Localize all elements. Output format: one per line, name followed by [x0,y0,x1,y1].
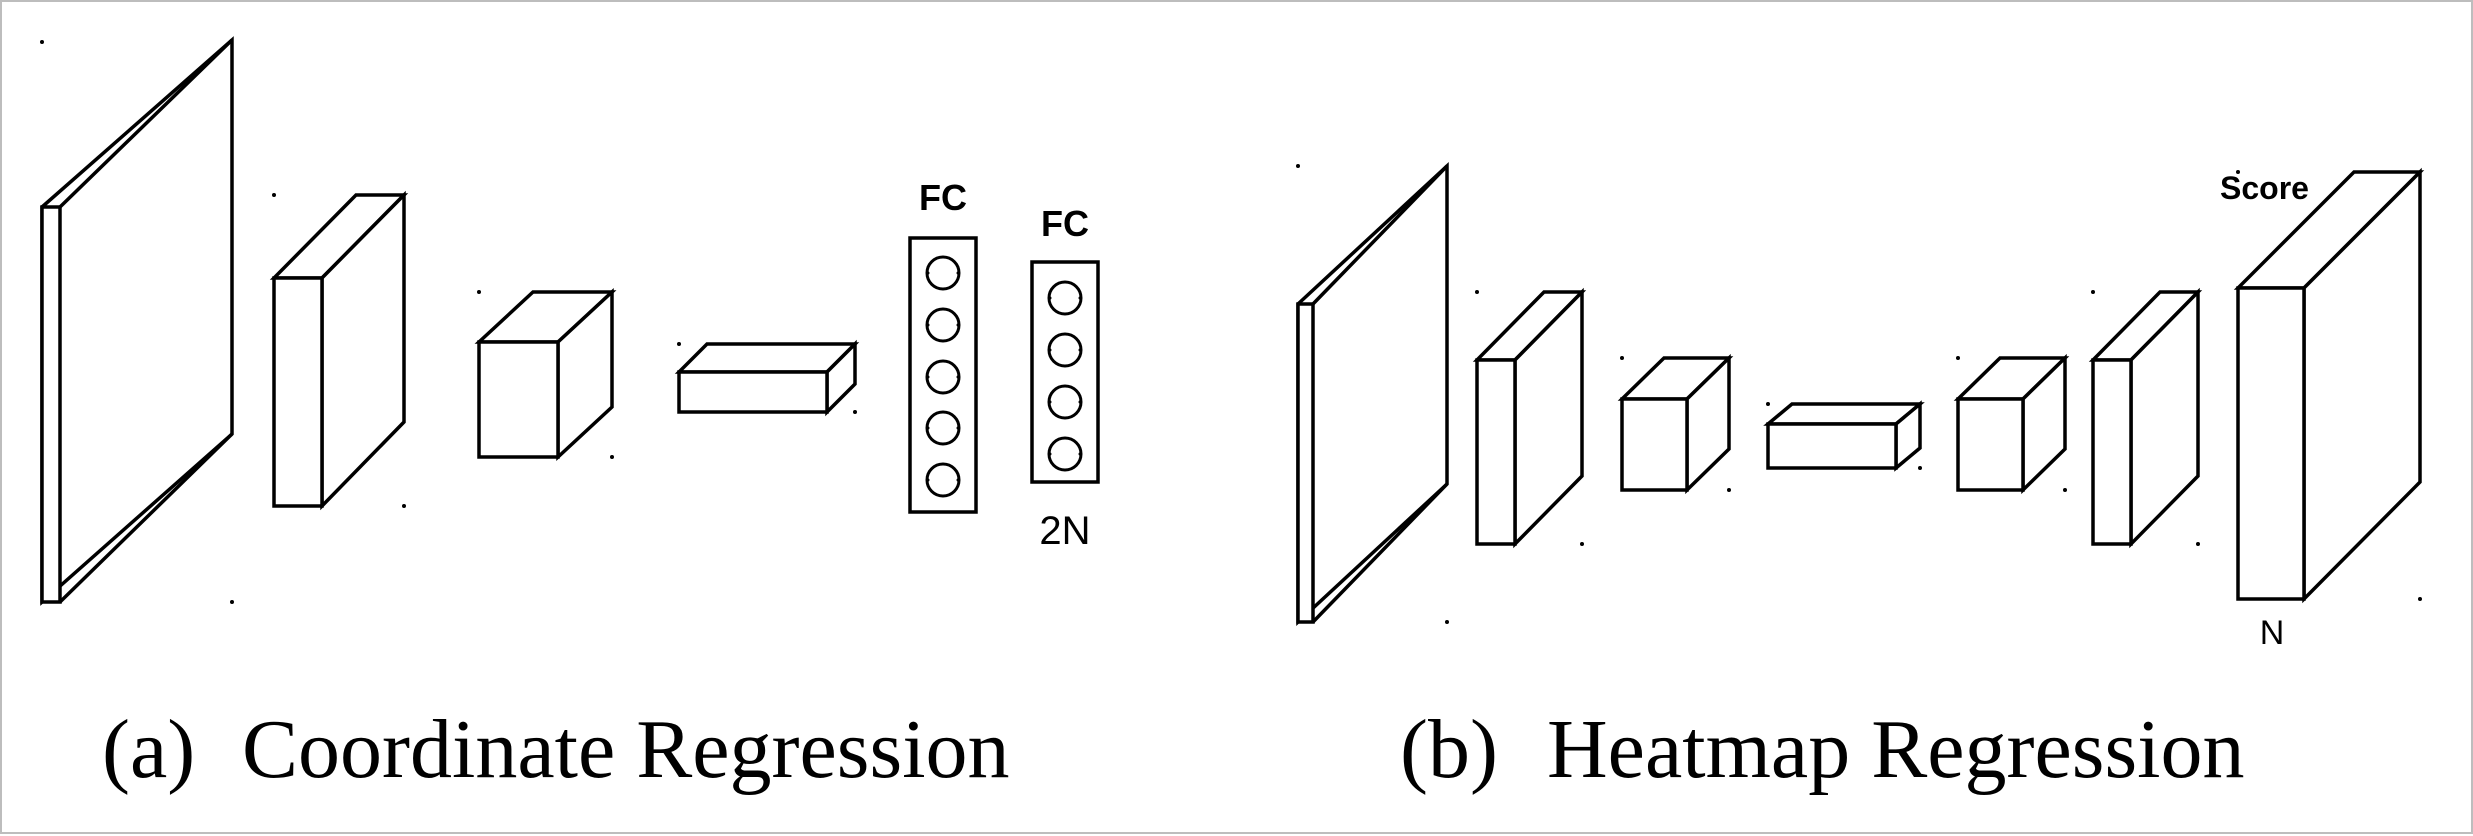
corner-dots-a [40,40,1082,604]
decoder-layer-1 [1953,353,2070,495]
encoder-layer-2 [1617,353,1734,495]
fc1-label: FC [919,177,967,218]
conv-layer-a-1 [269,190,409,511]
heatmap-output-layer [2233,167,2425,604]
conv-layer-a-3 [674,339,860,417]
fc-layer-2 [1030,260,1100,484]
caption-b: Heatmap Regression [1547,703,2244,796]
input-layer-a [40,36,234,606]
corner-dots-b [1296,164,2422,624]
conv-layer-a-2 [474,287,617,462]
score-label: Score [2220,170,2309,206]
panel-b: Score N (b) Heatmap Regression [1296,161,2425,796]
caption-b-tag: (b) [1400,703,1498,796]
output-label-2n: 2N [1039,509,1090,553]
fc2-label: FC [1041,203,1089,244]
panel-a: FC FC 2N (a) Coordinate Regression [40,36,1100,796]
decoder-layer-2 [2088,287,2203,549]
encoder-layer-1 [1472,287,1587,549]
caption-a: Coordinate Regression [242,703,1010,796]
bottleneck-layer [1763,400,1925,472]
fc-layer-1 [908,236,978,514]
caption-a-tag: (a) [102,703,195,796]
input-layer-b [1296,161,1449,627]
output-label-n: N [2260,614,2285,652]
